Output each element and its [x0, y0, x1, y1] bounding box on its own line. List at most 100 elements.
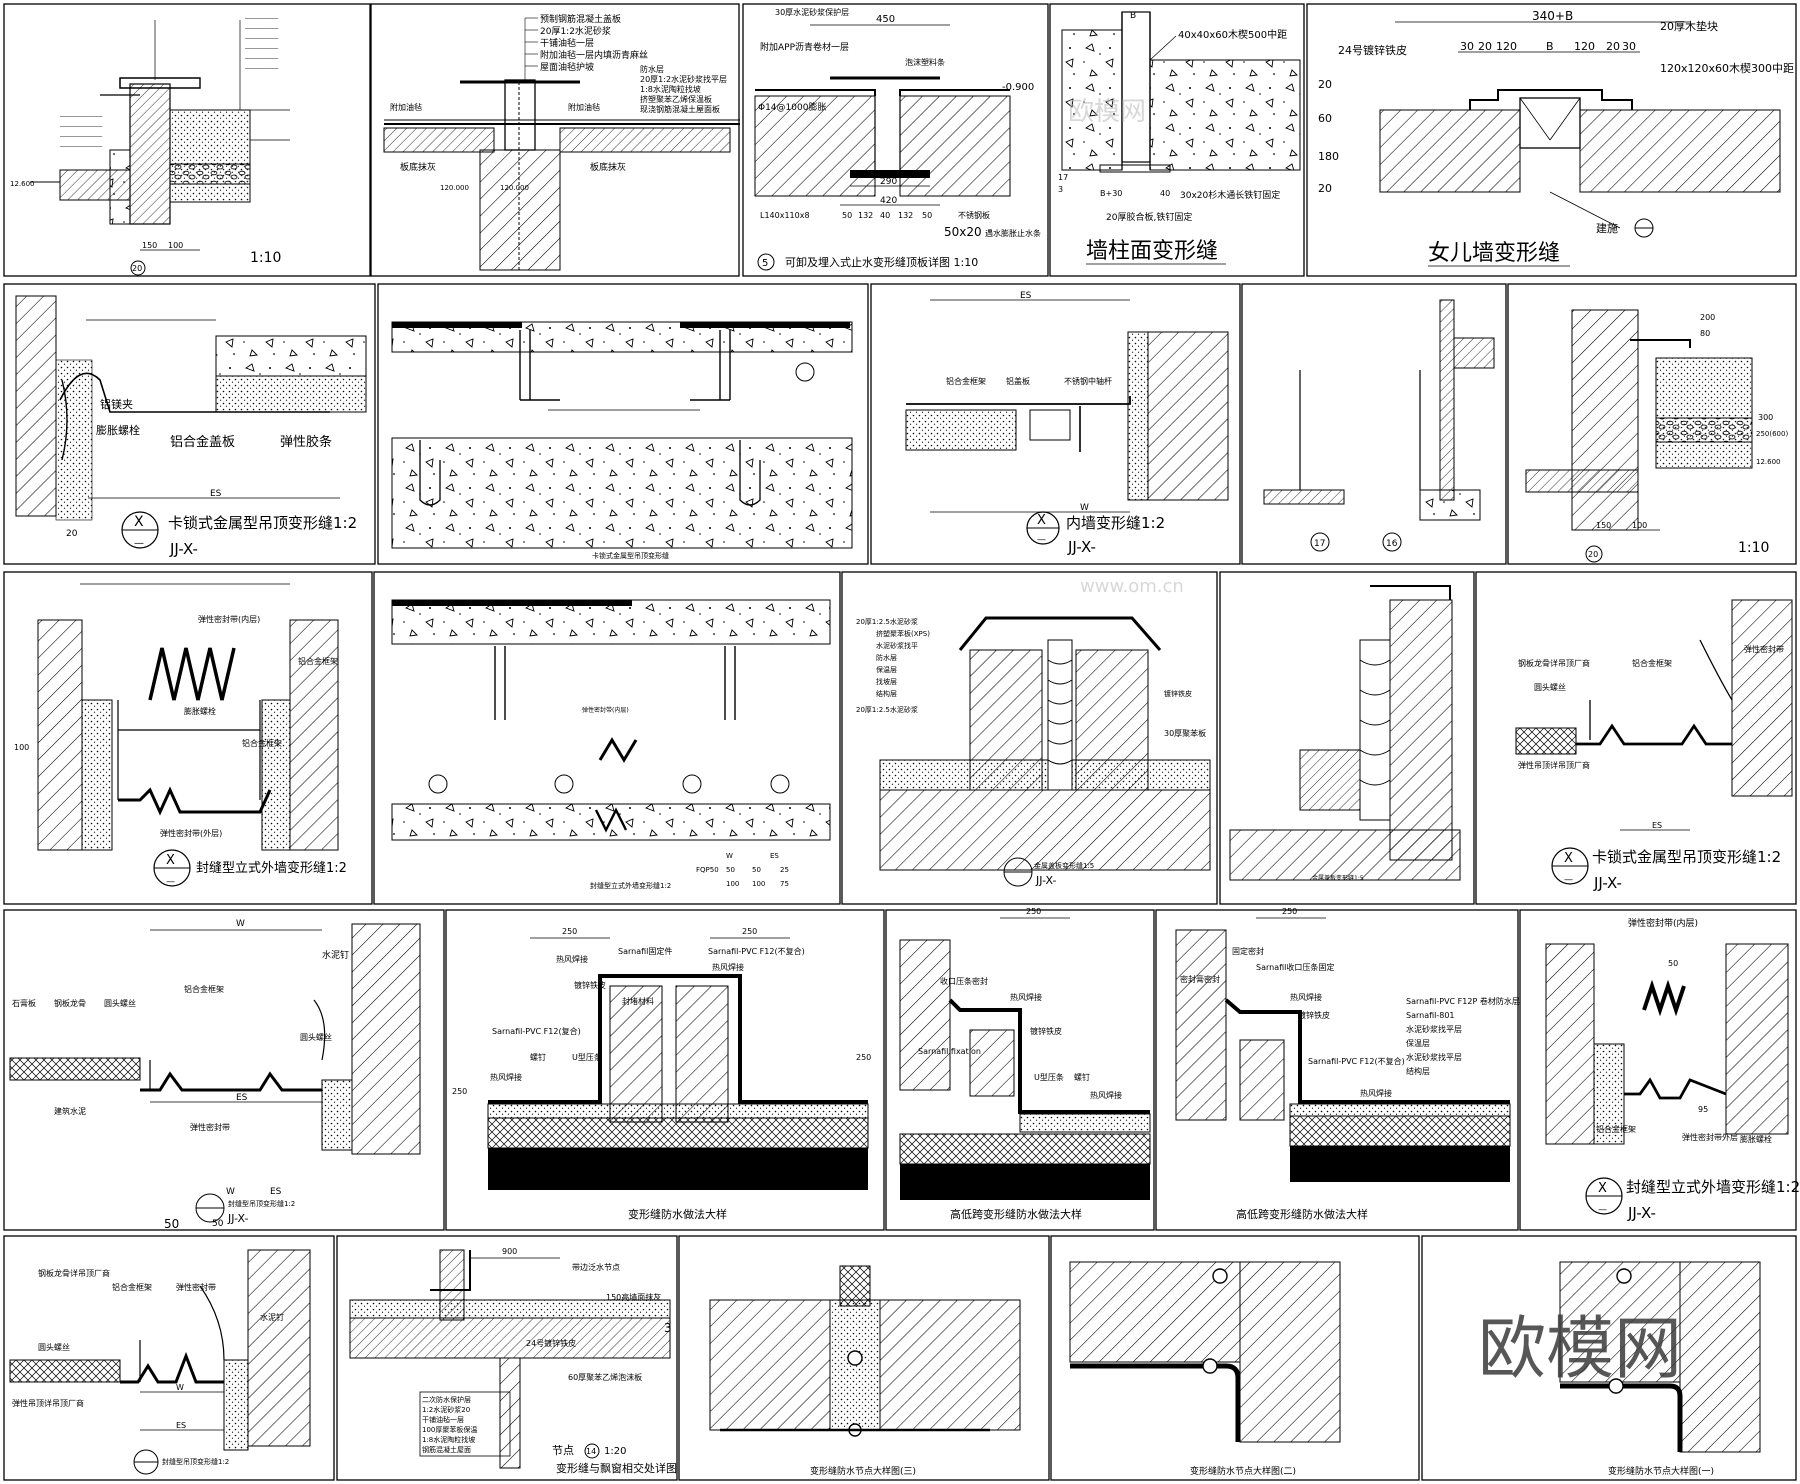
- r4p1-n6: 圆头螺丝: [300, 1032, 332, 1042]
- r4p3-n7: 热风焊接: [1090, 1090, 1122, 1100]
- r3p5-n4: 弹性密封带: [1744, 644, 1784, 654]
- r2p1-n4: 弹性胶条: [280, 434, 332, 450]
- detail-r2p2: 卡锁式金属型吊顶变形缝: [391, 321, 853, 560]
- detail-r2p3: ES 铝合金框架 铝盖板 不锈钢中轴杆 W X — 内墙变形缝1:2 JJ-X-: [905, 291, 1229, 556]
- detail-r3p1: 弹性密封带(内层) 铝合金框架 膨胀螺栓 铝合金框架 弹性密封带(外层) 100…: [14, 583, 347, 887]
- r4p2-n1: 热风焊接: [556, 954, 588, 964]
- r3p3-ref: JJ-X-: [1035, 874, 1057, 887]
- r3p3-n6: 结构层: [876, 689, 897, 698]
- r1p2-dim2: 120.000: [500, 184, 529, 192]
- r4p2-n7: Sarnafil-PVC F12(复合): [492, 1026, 581, 1036]
- r3p2-r1-1: 50: [726, 866, 735, 874]
- r4p1-top-es: ES: [270, 1187, 282, 1197]
- r4p2-d1: 250: [562, 927, 577, 936]
- r4p1-w: W: [236, 919, 245, 929]
- r4p1-es: ES: [236, 1093, 248, 1103]
- detail-r1p5: 340+B 30 20 120 B 120 20 30 24号镀锌铁皮 20厚木…: [1318, 9, 1794, 267]
- r1p3-d4: 132: [858, 211, 873, 220]
- r1p2-note-5: 防水层: [640, 64, 664, 74]
- r1p2-left: 附加油毡: [390, 102, 422, 112]
- detail-r3p3: 20厚1:2.5水泥砂浆 挤塑聚苯板(XPS) 水泥砂浆找平 防水层 保温层 找…: [856, 616, 1211, 887]
- r5p2-caption-num: 节点: [552, 1444, 574, 1457]
- r1p4-note3: 20厚胶合板,铁钉固定: [1106, 211, 1192, 223]
- r1p5-v3: 180: [1318, 150, 1339, 163]
- detail-r5p5: 变形缝防水节点大样图(一): [1559, 1261, 1761, 1477]
- r1p2-ceil1: 板底抹灰: [400, 161, 436, 173]
- r2p1-caption: 卡锁式金属型吊顶变形缝1:2: [168, 514, 357, 532]
- r4p1-n7: 建筑水泥: [54, 1106, 86, 1116]
- r4p1-n3: 钢板龙骨: [54, 998, 86, 1008]
- r1p5-d0: 30: [1460, 40, 1474, 53]
- r4p4-l1: Sarnafil-801: [1406, 1011, 1455, 1020]
- r3p5-sym-x: X: [1564, 851, 1573, 866]
- svg-text:──────────────: ──────────────: [59, 114, 103, 120]
- detail-r1p2: 预制钢筋混凝土盖板 20厚1:2水泥砂浆 干铺油毡一层 附加油毡一层内填沥青麻丝…: [383, 13, 740, 271]
- r3p1-n2: 铝合金框架: [298, 656, 338, 666]
- r1p2-note-0: 预制钢筋混凝土盖板: [540, 13, 621, 25]
- r3p1-n3: 膨胀螺栓: [184, 706, 216, 716]
- r4p3-caption: 高低跨变形缝防水做法大样: [950, 1207, 1082, 1221]
- r2p1-sym-d: —: [134, 538, 144, 549]
- r4p2-d2: 250: [742, 927, 757, 936]
- r5p1-n6: 弹性吊顶详吊顶厂商: [12, 1398, 84, 1408]
- r4p4-l3: 保温层: [1406, 1038, 1430, 1048]
- r2p5-callout: 20: [1588, 550, 1598, 559]
- r2p5-w1: 150: [1596, 521, 1611, 530]
- r4p4-n6: Sarnafil-PVC F12(不复合): [1308, 1056, 1405, 1066]
- detail-r1p1: ────────────── ────────────── ───────────…: [10, 16, 290, 276]
- detail-r4p2: 250 250 热风焊接 Sarnafil固定件 Sarnafil-PVC F1…: [452, 927, 869, 1221]
- r3p2-head-w: W: [726, 852, 733, 860]
- r4p3-n3: 镀锌铁皮: [1030, 1026, 1062, 1036]
- r3p2-r1-0: FQP50: [696, 866, 719, 874]
- r1p1-dim-100: 100: [168, 241, 183, 250]
- r4p5-n4: 膨胀螺栓: [1740, 1134, 1772, 1144]
- r2p5-w2: 100: [1632, 521, 1647, 530]
- r1p5-d2: 120: [1496, 40, 1517, 53]
- r2p3-n3: 不锈钢中轴杆: [1064, 376, 1112, 386]
- r3p1-sym-x: X: [166, 853, 175, 868]
- r4p1-top-w: W: [226, 1187, 235, 1197]
- r4p1-b2: 50: [212, 1219, 224, 1229]
- r4p1-n4: 圆头螺丝: [104, 998, 136, 1008]
- r3p3-n2: 水泥砂浆找平: [876, 641, 918, 650]
- detail-r5p2: 900 带边泛水节点 150高墙面抹灰 24号镀锌铁皮 60厚聚苯乙烯泡沫板 3…: [349, 1247, 677, 1475]
- r4p3-d: 250: [1026, 907, 1041, 916]
- r3p2-r2-3: 75: [780, 880, 789, 888]
- r2p3-n2: 铝盖板: [1006, 376, 1030, 386]
- r2p5-d3: 300: [1758, 413, 1773, 422]
- svg-text:──────────────: ──────────────: [59, 144, 103, 150]
- r4p5-d: 50: [1668, 959, 1678, 968]
- r4p2-caption: 变形缝防水做法大样: [628, 1207, 727, 1221]
- r4p5-n3: 弹性密封带外层: [1682, 1132, 1738, 1142]
- r4p1-n2: 石膏板: [12, 998, 36, 1008]
- r2p1-n3: 铝合金盖板: [170, 434, 235, 450]
- r1p2-note-7: 1:8水泥陶粒找坡: [640, 84, 701, 94]
- r1p3-caption-num: 5: [762, 258, 768, 269]
- r1p4-d2: 40: [1160, 189, 1170, 198]
- r4p1-ref: JJ-X-: [227, 1212, 249, 1225]
- r1p1-callout: 20: [132, 264, 142, 273]
- r1p2-note-4: 屋面油毡护坡: [540, 61, 594, 73]
- r4p3-n1: 收口压条密封: [940, 976, 988, 986]
- r4p4-l2: 水泥砂浆找平层: [1406, 1024, 1462, 1034]
- r1p3-note-fill: 泡沫塑料条: [905, 57, 945, 67]
- r4p4-n5: 镀锌铁皮: [1298, 1010, 1330, 1020]
- r2p1-d: 20: [66, 529, 78, 539]
- detail-r4p5: 弹性密封带(内层) 50 铝合金框架 弹性密封带外层 膨胀螺栓 95 X — 封…: [1545, 917, 1800, 1222]
- r2p3-sym-d: —: [1037, 535, 1046, 545]
- detail-r4p3: 250 收口压条密封 热风焊接 镀锌铁皮 Sarnafil fixation U…: [856, 907, 1151, 1221]
- r3p3-n5: 找坡层: [876, 677, 897, 686]
- svg-text:──────────────: ──────────────: [59, 124, 103, 130]
- r2p3-w: W: [1080, 503, 1089, 513]
- detail-r1p4: B 40x40x60木楔500中距 30x20杉木通长铁钉固定 20厚胶合板,铁…: [1058, 11, 1301, 265]
- r3p5-es: ES: [1652, 821, 1662, 830]
- r4p2-n10: 热风焊接: [490, 1072, 522, 1082]
- r5p2-l3: 100厚聚苯板保温: [422, 1425, 477, 1434]
- r3p5-n1: 钢板龙骨详吊顶厂商: [1518, 658, 1590, 668]
- r3p1-caption: 封缝型立式外墙变形缝1:2: [196, 860, 347, 876]
- r1p5-d4: 120: [1574, 40, 1595, 53]
- r1p3-d1: 290: [880, 177, 897, 187]
- r1p4-d1: B+30: [1100, 189, 1122, 198]
- r1p2-right: 附加油毡: [568, 102, 600, 112]
- r1p2-dim: 120.000: [440, 184, 469, 192]
